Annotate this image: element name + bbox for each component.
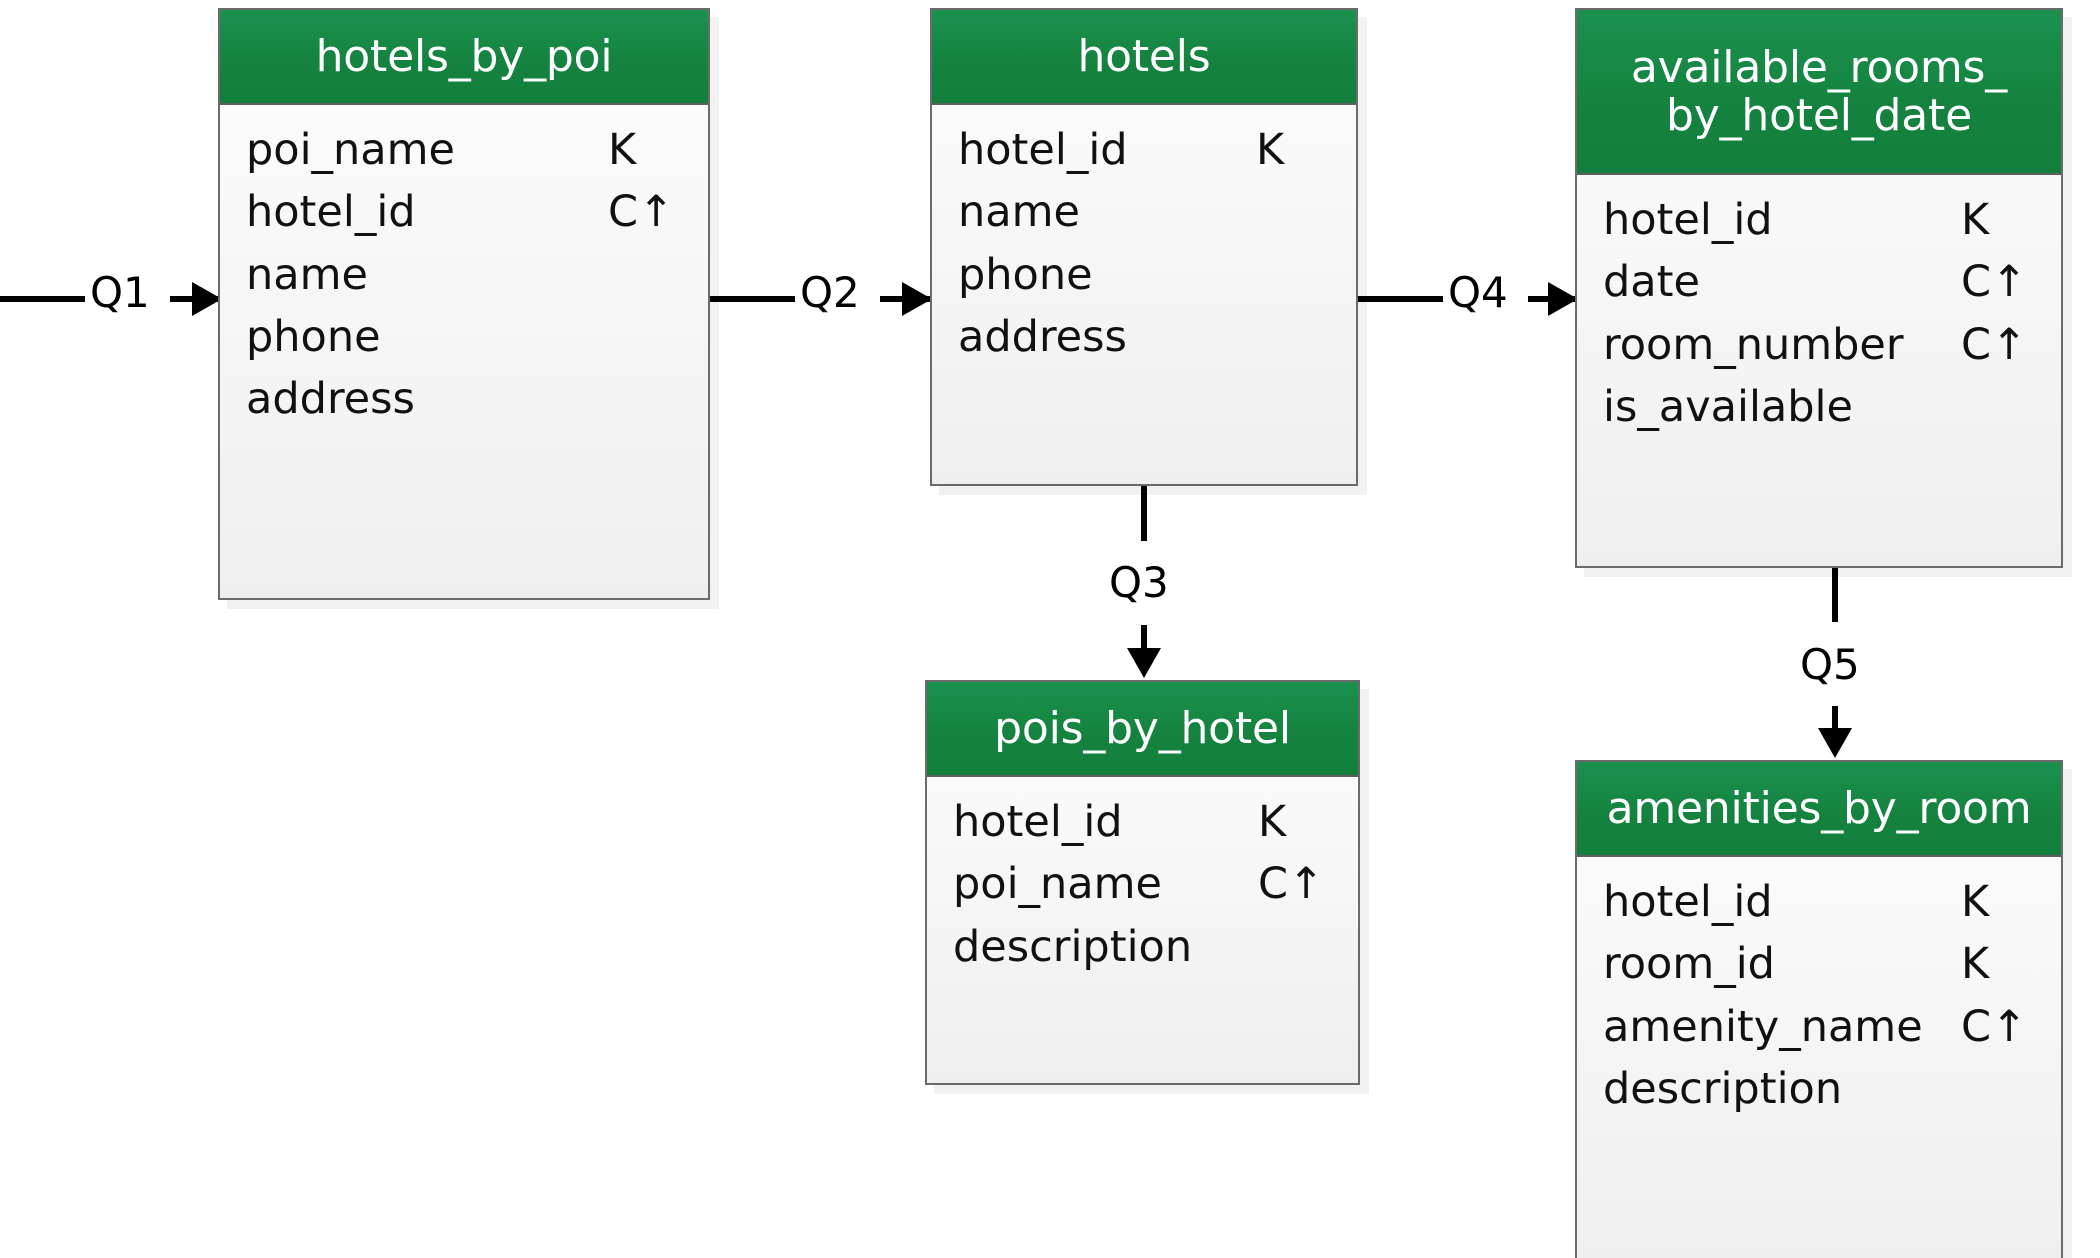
field-name: description [953, 921, 1193, 972]
field-row: poi_name K [246, 119, 682, 181]
field-name: phone [246, 312, 381, 363]
connector-q5-arrowhead-icon [1818, 728, 1852, 758]
entity-hotels[interactable]: hotels hotel_id K name phone address [930, 8, 1358, 486]
field-name: name [246, 249, 368, 300]
entity-hotels-by-poi[interactable]: hotels_by_poi poi_name K hotel_id C↑ nam… [218, 8, 710, 600]
field-row: amenity_name C↑ [1603, 996, 2035, 1058]
field-name: hotel_id [958, 125, 1128, 175]
field-name: hotel_id [1603, 195, 1773, 245]
entity-hotels-fields: hotel_id K name phone address [932, 105, 1356, 484]
connector-q3-line-top [1141, 486, 1147, 541]
field-row: room_id K [1603, 933, 2035, 995]
field-row: poi_name C↑ [953, 853, 1332, 915]
entity-pois-by-hotel-title: pois_by_hotel [927, 682, 1358, 777]
field-name: poi_name [246, 125, 455, 175]
connector-q5-label: Q5 [1795, 644, 1865, 686]
connector-q1-line-left [0, 296, 85, 302]
connector-q2-arrowhead-icon [902, 282, 932, 316]
field-key-marker: K [1961, 939, 1990, 990]
field-row: description [953, 916, 1332, 978]
field-key-marker: K [1256, 125, 1285, 175]
field-row: description [1603, 1058, 2035, 1120]
field-key-marker: C↑ [1961, 1001, 2028, 1052]
field-row: room_number C↑ [1603, 314, 2035, 376]
field-key-marker: K [608, 125, 637, 175]
field-row: name [246, 244, 682, 306]
connector-q2-label: Q2 [795, 272, 865, 314]
field-name: hotel_id [246, 187, 416, 238]
connector-q3-line-bottom [1141, 625, 1147, 653]
entity-amenities-by-room-title: amenities_by_room [1577, 762, 2061, 857]
field-row: name [958, 181, 1330, 243]
entity-available-rooms-by-hotel-date-title: available_rooms_ by_hotel_date [1577, 10, 2061, 175]
field-row: phone [246, 306, 682, 368]
field-row: hotel_id K [958, 119, 1330, 181]
field-name: room_number [1603, 319, 1904, 370]
field-key-marker: K [1258, 797, 1287, 847]
field-key-marker: C↑ [1961, 257, 2028, 308]
connector-q4-line-left [1358, 296, 1443, 302]
field-name: room_id [1603, 939, 1775, 990]
entity-available-rooms-by-hotel-date[interactable]: available_rooms_ by_hotel_date hotel_id … [1575, 8, 2063, 568]
field-row: hotel_id C↑ [246, 181, 682, 243]
entity-pois-by-hotel[interactable]: pois_by_hotel hotel_id K poi_name C↑ des… [925, 680, 1360, 1085]
field-name: address [246, 374, 415, 425]
entity-hotels-title: hotels [932, 10, 1356, 105]
field-row: date C↑ [1603, 251, 2035, 313]
entity-hotels-by-poi-title: hotels_by_poi [220, 10, 708, 105]
field-name: hotel_id [953, 797, 1123, 847]
field-row: hotel_id K [953, 791, 1332, 853]
field-row: phone [958, 244, 1330, 306]
connector-q3-label: Q3 [1104, 562, 1174, 604]
entity-hotels-by-poi-fields: poi_name K hotel_id C↑ name phone addres… [220, 105, 708, 598]
field-name: poi_name [953, 859, 1162, 910]
field-row: is_available [1603, 376, 2035, 438]
field-row: address [958, 306, 1330, 368]
field-row: address [246, 368, 682, 430]
connector-q2-line-left [710, 296, 795, 302]
field-name: description [1603, 1064, 1843, 1115]
connector-q4-label: Q4 [1443, 272, 1513, 314]
field-row: hotel_id K [1603, 189, 2035, 251]
connector-q4-arrowhead-icon [1548, 282, 1578, 316]
connector-q1-arrowhead-icon [192, 282, 222, 316]
field-key-marker: C↑ [608, 187, 675, 238]
field-name: is_available [1603, 382, 1853, 433]
field-row: hotel_id K [1603, 871, 2035, 933]
field-name: name [958, 187, 1080, 238]
connector-q1-label: Q1 [85, 272, 155, 314]
field-key-marker: C↑ [1258, 859, 1325, 910]
entity-amenities-by-room-fields: hotel_id K room_id K amenity_name C↑ des… [1577, 857, 2061, 1258]
connector-q5-line-top [1832, 568, 1838, 622]
entity-amenities-by-room[interactable]: amenities_by_room hotel_id K room_id K a… [1575, 760, 2063, 1258]
field-key-marker: K [1961, 877, 1990, 927]
connector-q5-line-bottom [1832, 706, 1838, 732]
entity-available-rooms-by-hotel-date-fields: hotel_id K date C↑ room_number C↑ is_ava… [1577, 175, 2061, 566]
field-key-marker: K [1961, 195, 1990, 245]
connector-q3-arrowhead-icon [1127, 648, 1161, 678]
field-name: phone [958, 249, 1093, 300]
entity-pois-by-hotel-fields: hotel_id K poi_name C↑ description [927, 777, 1358, 1083]
field-name: hotel_id [1603, 877, 1773, 927]
field-name: date [1603, 257, 1700, 308]
field-key-marker: C↑ [1961, 319, 2028, 370]
field-name: address [958, 312, 1127, 363]
field-name: amenity_name [1603, 1001, 1923, 1052]
